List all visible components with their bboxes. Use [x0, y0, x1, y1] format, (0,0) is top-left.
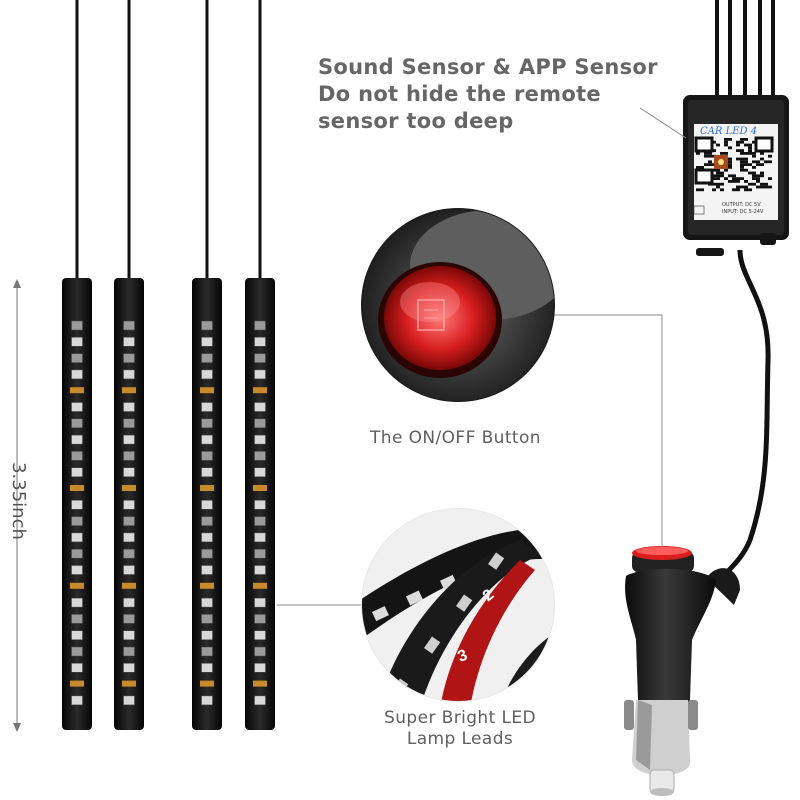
sensor-caption-line-2: Do not hide the remote: [318, 82, 601, 106]
led-strip-2: [114, 0, 144, 730]
leads-caption-line-2: Lamp Leads: [406, 729, 514, 749]
controller-output-text: OUTPUT: DC 5V: [722, 202, 761, 208]
controller-input-text: INPUT: DC 5-24V: [722, 209, 764, 215]
onoff-zoom-circle: [361, 208, 555, 402]
leads-zoom-circle: 2 3: [361, 508, 555, 702]
leads-caption-line-1: Super Bright LED: [384, 708, 536, 728]
power-cable: [713, 249, 771, 587]
cigarette-plug: [624, 546, 740, 796]
onoff-pointer-line: [553, 314, 663, 548]
led-strip-3: [192, 0, 222, 730]
leads-caption: Super Bright LED Lamp Leads: [370, 708, 550, 750]
sensor-caption-line-1: Sound Sensor & APP Sensor: [318, 55, 658, 79]
controller-brand: CAR LED 4: [700, 126, 757, 137]
sensor-caption-line-3: sensor too deep: [318, 109, 514, 133]
sensor-pointer-line: [639, 107, 687, 139]
sensor-caption: Sound Sensor & APP Sensor Do not hide th…: [318, 54, 658, 135]
qr-code: [694, 136, 774, 192]
led-strips: [62, 0, 275, 730]
dimension-line: [13, 279, 21, 732]
led-strip-1: [62, 0, 92, 730]
dimension-label: 3.35inch: [8, 462, 29, 540]
onoff-caption: The ON/OFF Button: [370, 428, 541, 448]
controller-box: CAR LED 4 OUTPUT: DC 5V INPUT: DC 5-24V: [683, 95, 789, 256]
led-strip-4: [245, 0, 275, 730]
controller-wires: [715, 0, 775, 96]
